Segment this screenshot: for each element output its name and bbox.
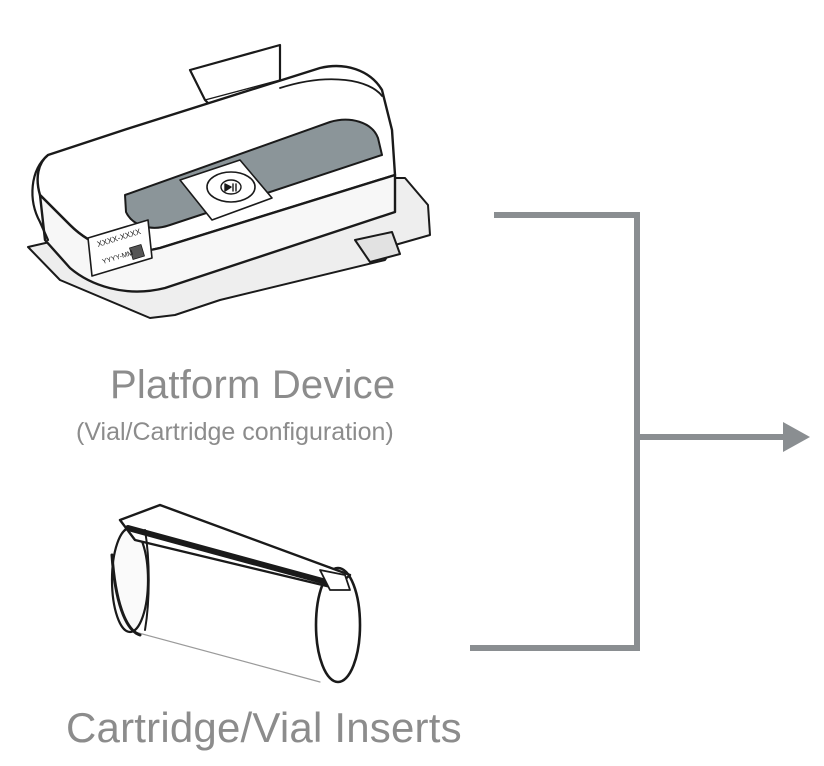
cartridge-insert-illustration (110, 503, 362, 684)
insert-rail-latch (319, 569, 351, 591)
device-label-plate: XXXX-XXXX YYYY-MM (87, 219, 153, 277)
insert-top-rail (118, 503, 352, 590)
insert-cylinder-bottom-edge (134, 631, 321, 683)
insert-left-ring-band-2 (144, 529, 150, 631)
platform-device-illustration: XXXX-XXXX YYYY-MM (27, 43, 431, 319)
connector-line-top (470, 212, 640, 651)
connector-lines (470, 212, 790, 651)
insert-ring-left (110, 526, 150, 634)
platform-device-subtitle: (Vial/Cartridge configuration) (76, 418, 394, 446)
arrow-head-icon (783, 422, 810, 452)
device-right-ridge (279, 78, 383, 97)
device-base-plate-tab (354, 231, 401, 263)
play-pause-glyph (224, 183, 237, 192)
insert-left-ring-band (110, 553, 142, 637)
insert-ring-right (314, 566, 362, 684)
device-body-left-end (31, 153, 50, 242)
device-top-panel (124, 118, 383, 229)
platform-device-title: Platform Device (110, 363, 396, 407)
insert-rail-dark-band (125, 525, 333, 586)
inserts-title: Cartridge/Vial Inserts (66, 704, 462, 751)
